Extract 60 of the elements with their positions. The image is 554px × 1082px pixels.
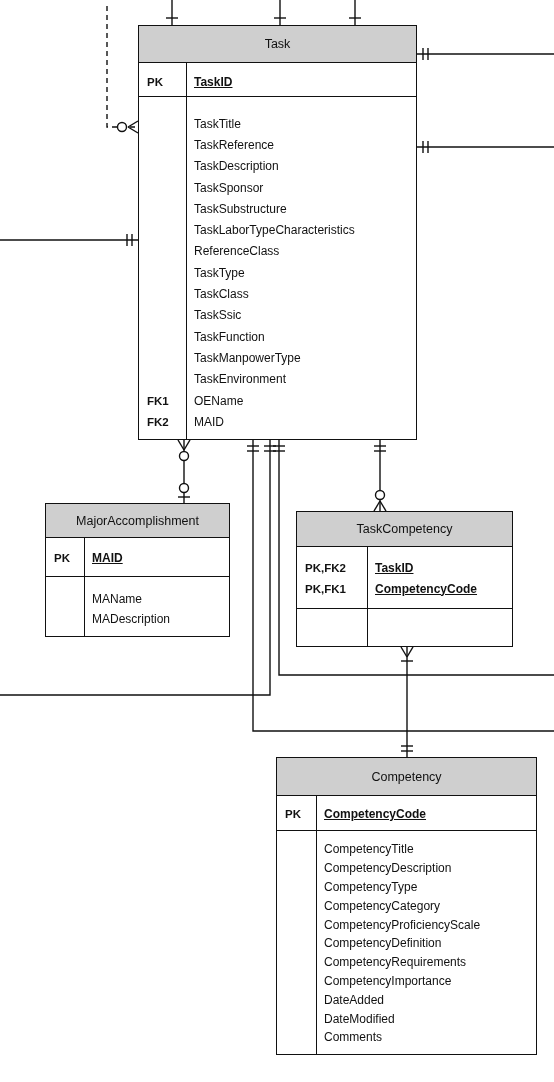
field-name: TaskTitle [194,116,241,131]
field-name: CompetencyImportance [324,973,452,988]
field-name: CompetencyType [324,880,418,894]
field-name: CompetencyCategory [324,898,441,913]
entity-table [45,503,230,637]
field-name: OEName [194,393,244,408]
relationship-line [0,233,139,247]
entity-name: Competency [277,758,536,796]
entity-name: TaskCompetency [297,512,512,547]
field-name: CompetencyDescription [324,861,452,876]
entity-table [276,757,537,1055]
key-label: PK [285,808,301,821]
key-label: PK,FK1 [305,582,346,595]
primary-key-field: MAID [92,551,123,565]
key-label: PK [147,75,163,88]
relationship-line [272,439,554,676]
field-name: CompetencyProficiencyScale [324,917,481,932]
primary-key-field: CompetencyCode [375,581,478,596]
field-name: TaskFunction [194,329,265,344]
field-name: CompetencyTitle [324,842,414,857]
key-label: FK1 [147,394,169,407]
field-name: ReferenceClass [194,244,280,259]
relationship-line [348,0,362,26]
field-name: TaskType [194,265,245,280]
field-name: TaskSubstructure [194,201,287,216]
relationship-line [273,0,287,26]
entity-table [138,25,417,440]
entity-name: MajorAccomplishment [46,504,229,538]
field-name: MADescription [92,612,171,626]
primary-key-field: TaskID [194,74,233,89]
field-name: TaskLaborTypeCharacteristics [194,223,355,238]
field-name: TaskSponsor [194,180,264,195]
key-label: FK2 [147,415,169,428]
field-name: TaskDescription [194,159,279,174]
field-name: CompetencyRequirements [324,955,467,970]
entity-name: Task [139,26,416,63]
field-name: TaskClass [194,287,249,301]
field-name: DateModified [324,1011,395,1026]
relationship-line [416,47,554,61]
primary-key-field: CompetencyCode [324,807,427,822]
relationship-line [373,439,387,512]
field-name: TaskEnvironment [194,372,287,387]
relationship-line [106,5,139,134]
entity-table [296,511,513,647]
key-label: PK [54,552,70,564]
key-label: PK,FK2 [305,561,346,574]
relationship-line [177,439,191,504]
field-name: MAID [194,414,224,429]
field-name: TaskManpowerType [194,350,301,365]
field-name: DateAdded [324,992,385,1007]
field-name: Comments [324,1030,382,1045]
field-name: TaskReference [194,137,275,152]
relationship-line [416,140,554,154]
relationship-line [246,439,554,732]
relationship-line [165,0,179,26]
field-name: CompetencyDefinition [324,936,442,951]
primary-key-field: TaskID [375,560,414,575]
relationship-line [400,646,414,758]
field-name: MAName [92,592,142,606]
field-name: TaskSsic [194,308,242,323]
